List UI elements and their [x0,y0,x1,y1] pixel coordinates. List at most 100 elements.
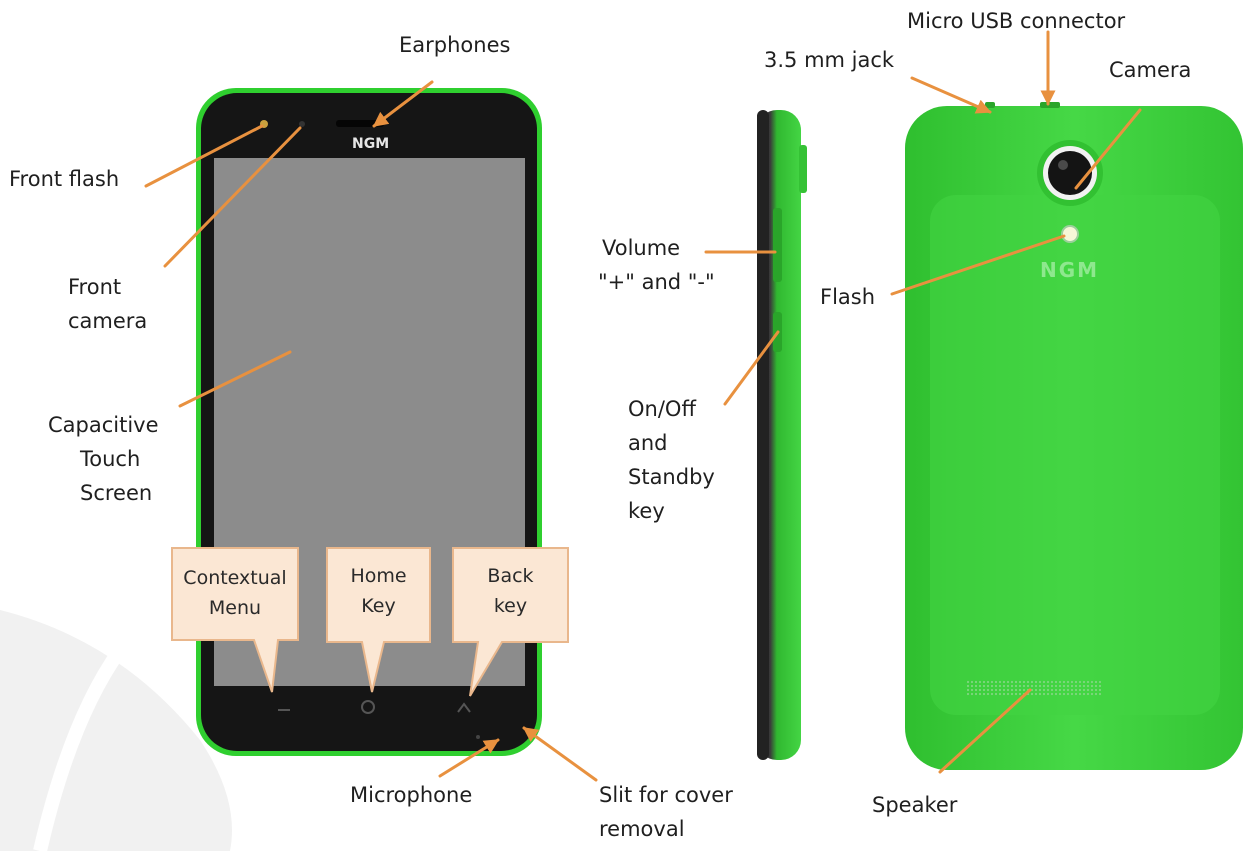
speaker-hole [990,688,994,692]
camera-lens-glint [1058,160,1068,170]
speaker-hole [1090,688,1094,692]
home-key-icon [361,700,375,714]
speaker-hole [1078,692,1082,696]
speaker-hole [990,692,994,696]
speaker-hole [1058,692,1062,696]
speaker-hole [974,684,978,688]
speaker-hole [1098,688,1102,692]
speaker-hole [1010,684,1014,688]
speaker-hole [1078,684,1082,688]
camera-lens [1048,151,1092,195]
speaker-hole [1030,688,1034,692]
line-camera [1074,108,1142,190]
arrow-microphone [438,738,500,778]
leader-lines [144,30,1142,782]
speaker-hole [1094,684,1098,688]
speaker-hole [986,688,990,692]
callout-contextual-line2: Menu [208,597,262,619]
speaker-hole [1002,680,1006,684]
speaker-hole [986,692,990,696]
label-usb-connector: Micro USB connector [907,9,1126,33]
label-front-camera-line2: camera [68,309,148,333]
speaker-hole [1046,688,1050,692]
speaker-hole [1014,684,1018,688]
speaker-hole [1066,692,1070,696]
label-earphones: Earphones [399,33,511,57]
speaker-hole [1038,680,1042,684]
speaker-hole [1054,688,1058,692]
line-front-flash [144,124,264,188]
speaker-hole [1094,680,1098,684]
speaker-hole [1010,692,1014,696]
callout-back-line1: Back [487,565,534,587]
speaker-hole [978,680,982,684]
speaker-hole [1046,680,1050,684]
speaker-hole [1082,680,1086,684]
callout-home-line2: Key [361,595,396,617]
speaker-hole [1078,688,1082,692]
jack-port [985,102,995,108]
speaker-hole [1014,692,1018,696]
speaker-hole [1098,680,1102,684]
speaker-hole [1042,692,1046,696]
speaker-hole [1050,688,1054,692]
earpiece-slot [336,120,384,127]
speaker-hole [1018,692,1022,696]
speaker-hole [1066,684,1070,688]
speaker-hole [998,684,1002,688]
speaker-hole [1090,692,1094,696]
speaker-hole [1070,680,1074,684]
back-phone [905,102,1243,770]
speaker-hole [1090,680,1094,684]
back-key-icon [457,702,471,713]
speaker-hole [978,688,982,692]
speaker-hole [1098,692,1102,696]
speaker-hole [990,680,994,684]
speaker-hole [1074,680,1078,684]
speaker-hole [982,692,986,696]
line-touch-screen [178,350,292,408]
speaker-hole [1074,684,1078,688]
speaker-hole [966,684,970,688]
speaker-hole [1006,684,1010,688]
speaker-hole [1078,680,1082,684]
speaker-hole [1062,688,1066,692]
side-dark-edge [757,110,769,760]
speaker-hole [994,684,998,688]
speaker-hole [1054,692,1058,696]
callout-contextual-line1: Contextual [183,567,287,589]
speaker-hole [1058,680,1062,684]
speaker-hole [1034,684,1038,688]
speaker-hole [1050,692,1054,696]
speaker-hole [1046,692,1050,696]
front-logo: NGM [352,136,389,152]
speaker-hole [1026,680,1030,684]
speaker-hole [1086,680,1090,684]
speaker-hole [1038,692,1042,696]
callout-text-back: Back key [453,561,568,621]
speaker-hole [1058,688,1062,692]
speaker-hole [1066,680,1070,684]
label-onoff-line2: and [628,431,668,455]
label-capacitive-line2: Touch [80,447,141,471]
speaker-hole [1034,688,1038,692]
watermark-line [33,645,126,853]
speaker-hole [1038,688,1042,692]
side-top-bump [799,145,807,193]
speaker-hole [994,692,998,696]
label-onoff-line4: key [628,499,665,523]
arrow-slit [522,726,598,782]
speaker-hole [1022,680,1026,684]
speaker-hole [998,692,1002,696]
speaker-hole [970,688,974,692]
callout-back-key [452,547,569,697]
speaker-hole [1010,680,1014,684]
back-flash-dot [1061,225,1079,243]
speaker-hole [1030,692,1034,696]
speaker-hole [1002,684,1006,688]
microphone-hole [476,735,480,739]
label-capacitive-touch-screen: Capacitive Touch Screen [48,408,159,510]
speaker-hole [1006,688,1010,692]
label-onoff-standby: On/Off and Standby key [628,392,715,528]
